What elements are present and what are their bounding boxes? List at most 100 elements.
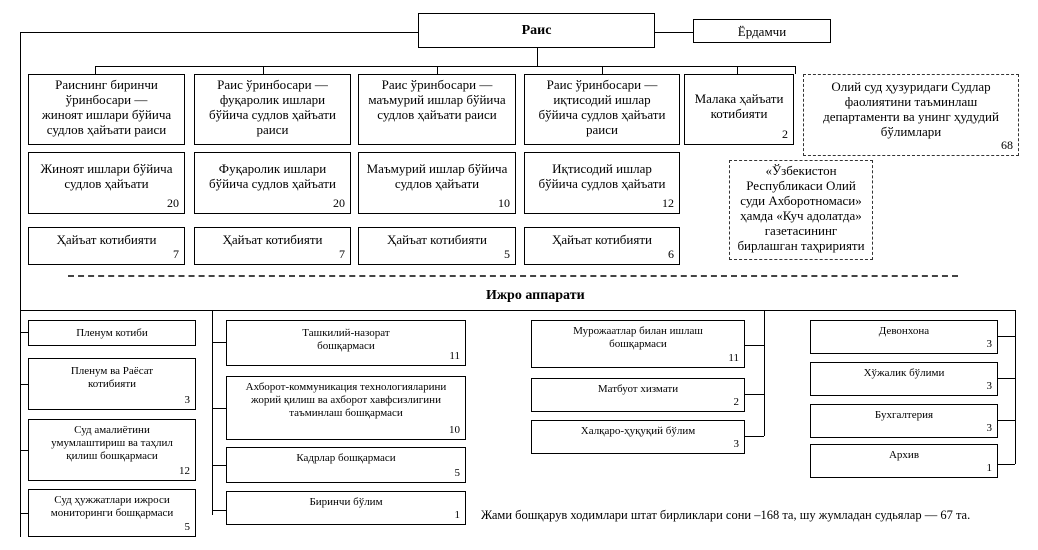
secretariat-label: Ҳайъат котибияти xyxy=(222,232,323,247)
unit-count: 12 xyxy=(179,465,190,477)
secretariat-label: Ҳайъат котибияти xyxy=(386,232,487,247)
connector-line xyxy=(95,66,795,67)
connector-line xyxy=(20,32,21,537)
apparatus-unit-box: Бухгалтерия 3 xyxy=(810,404,998,438)
connector-line xyxy=(20,310,1015,311)
chairman-label: Раис xyxy=(521,23,552,38)
unit-label: Биринчи бўлим xyxy=(309,496,383,508)
connector-line xyxy=(20,384,28,385)
dashed-separator xyxy=(68,275,958,277)
connector-line xyxy=(212,342,226,343)
unit-count: 3 xyxy=(986,422,993,434)
connector-line xyxy=(212,408,226,409)
connector-line xyxy=(20,332,28,333)
apparatus-unit-box: Ахборот-коммуникация технологияларини жо… xyxy=(226,376,466,440)
deputy-box: Раис ўринбосари — маъмурий ишлар бўйича … xyxy=(358,74,516,145)
department-count: 68 xyxy=(1001,138,1013,152)
connector-line xyxy=(437,66,438,74)
apparatus-unit-box: Кадрлар бошқармаси 5 xyxy=(226,447,466,483)
unit-count: 10 xyxy=(449,424,460,436)
board-box: Маъмурий ишлар бўйича судлов ҳайъати 10 xyxy=(358,152,516,214)
connector-line xyxy=(212,510,226,511)
unit-count: 11 xyxy=(728,352,739,364)
deputy-label: Раис ўринбосари — иқтисодий ишлар бўйича… xyxy=(538,77,666,137)
connector-line xyxy=(764,310,765,436)
deputy-box: Раис ўринбосари — фуқаролик ишлари бўйич… xyxy=(194,74,351,145)
board-box: Фуқаролик ишлари бўйича судлов ҳайъати 2… xyxy=(194,152,351,214)
deputy-box: Раис ўринбосари — иқтисодий ишлар бўйича… xyxy=(524,74,680,145)
unit-label: Ахборот-коммуникация технологияларини жо… xyxy=(245,381,447,419)
apparatus-unit-box: Архив 1 xyxy=(810,444,998,478)
apparatus-unit-box: Хўжалик бўлими 3 xyxy=(810,362,998,396)
apparatus-unit-box: Мурожаатлар билан ишлаш бошқармаси 11 xyxy=(531,320,745,368)
apparatus-unit-box: Суд амалиётини умумлаштириш ва таҳлил қи… xyxy=(28,419,196,481)
unit-count: 3 xyxy=(733,438,740,450)
unit-count: 1 xyxy=(986,462,993,474)
connector-line xyxy=(20,450,28,451)
unit-count: 2 xyxy=(733,396,740,408)
qualification-count: 2 xyxy=(782,127,788,141)
unit-label: Матбуот хизмати xyxy=(597,383,679,395)
connector-line xyxy=(212,310,213,515)
unit-count: 3 xyxy=(986,380,993,392)
secretariat-label: Ҳайъат котибияти xyxy=(56,232,157,247)
connector-line xyxy=(537,47,538,66)
chairman-box: Раис xyxy=(418,13,655,48)
unit-count: 5 xyxy=(184,521,191,533)
apparatus-unit-box: Девонхона 3 xyxy=(810,320,998,354)
unit-label: Ташкилий-назорат бошқармаси xyxy=(302,327,390,352)
board-box: Жиноят ишлари бўйича судлов ҳайъати 20 xyxy=(28,152,185,214)
connector-line xyxy=(998,336,1015,337)
unit-label: Мурожаатлар билан ишлаш бошқармаси xyxy=(573,325,703,350)
secretariat-label: Ҳайъат котибияти xyxy=(551,232,652,247)
secretariat-box: Ҳайъат котибияти 6 xyxy=(524,227,680,265)
connector-line xyxy=(212,465,226,466)
connector-line xyxy=(745,345,764,346)
unit-label: Суд ҳужжатлари ижроси мониторинги бошқар… xyxy=(50,494,174,519)
board-count: 20 xyxy=(333,196,345,210)
board-label: Маъмурий ишлар бўйича судлов ҳайъати xyxy=(366,161,508,191)
connector-line xyxy=(655,32,693,33)
unit-label: Пленум ва Раёсат котибияти xyxy=(70,365,154,390)
secretariat-count: 7 xyxy=(173,247,179,261)
apparatus-unit-box: Биринчи бўлим 1 xyxy=(226,491,466,525)
unit-label: Архив xyxy=(888,449,920,461)
secretariat-box: Ҳайъат котибияти 5 xyxy=(358,227,516,265)
connector-line xyxy=(602,66,603,74)
secretariat-box: Ҳайъат котибияти 7 xyxy=(194,227,351,265)
assistant-label: Ёрдамчи xyxy=(737,24,787,39)
apparatus-unit-box: Пленум котиби xyxy=(28,320,196,346)
deputy-label: Раис ўринбосари — фуқаролик ишлари бўйич… xyxy=(209,77,336,137)
secretariat-count: 6 xyxy=(668,247,674,261)
unit-count: 11 xyxy=(449,350,460,362)
assistant-box: Ёрдамчи xyxy=(693,19,831,43)
board-count: 20 xyxy=(167,196,179,210)
unit-label: Кадрлар бошқармаси xyxy=(296,452,396,464)
unit-label: Халқаро-ҳуқуқий бўлим xyxy=(580,425,696,437)
secretariat-box: Ҳайъат котибияти 7 xyxy=(28,227,185,265)
unit-count: 3 xyxy=(184,394,191,406)
connector-line xyxy=(263,66,264,74)
secretariat-count: 5 xyxy=(504,247,510,261)
connector-line xyxy=(998,464,1015,465)
secretariat-count: 7 xyxy=(339,247,345,261)
connector-line xyxy=(998,420,1015,421)
connector-line xyxy=(745,436,764,437)
board-count: 12 xyxy=(662,196,674,210)
board-box: Иқтисодий ишлар бўйича судлов ҳайъати 12 xyxy=(524,152,680,214)
connector-line xyxy=(1015,310,1016,464)
deputy-box: Раиснинг биринчи ўринбосари — жиноят ишл… xyxy=(28,74,185,145)
deputy-label: Раиснинг биринчи ўринбосари — жиноят ишл… xyxy=(41,77,172,137)
board-label: Иқтисодий ишлар бўйича судлов ҳайъати xyxy=(538,161,666,191)
department-box: Олий суд ҳузуридаги Судлар фаолиятини та… xyxy=(803,74,1019,156)
staff-summary: Жами бошқарув ходимлари штат бирликлари … xyxy=(481,508,971,522)
connector-line xyxy=(745,394,764,395)
apparatus-unit-box: Пленум ва Раёсат котибияти 3 xyxy=(28,358,196,410)
connector-line xyxy=(20,32,418,33)
unit-count: 3 xyxy=(986,338,993,350)
unit-count: 5 xyxy=(454,467,461,479)
unit-label: Пленум котиби xyxy=(76,327,148,339)
apparatus-unit-box: Халқаро-ҳуқуқий бўлим 3 xyxy=(531,420,745,454)
unit-label: Девонхона xyxy=(878,325,930,337)
unit-label: Суд амалиётини умумлаштириш ва таҳлил қи… xyxy=(51,424,173,462)
